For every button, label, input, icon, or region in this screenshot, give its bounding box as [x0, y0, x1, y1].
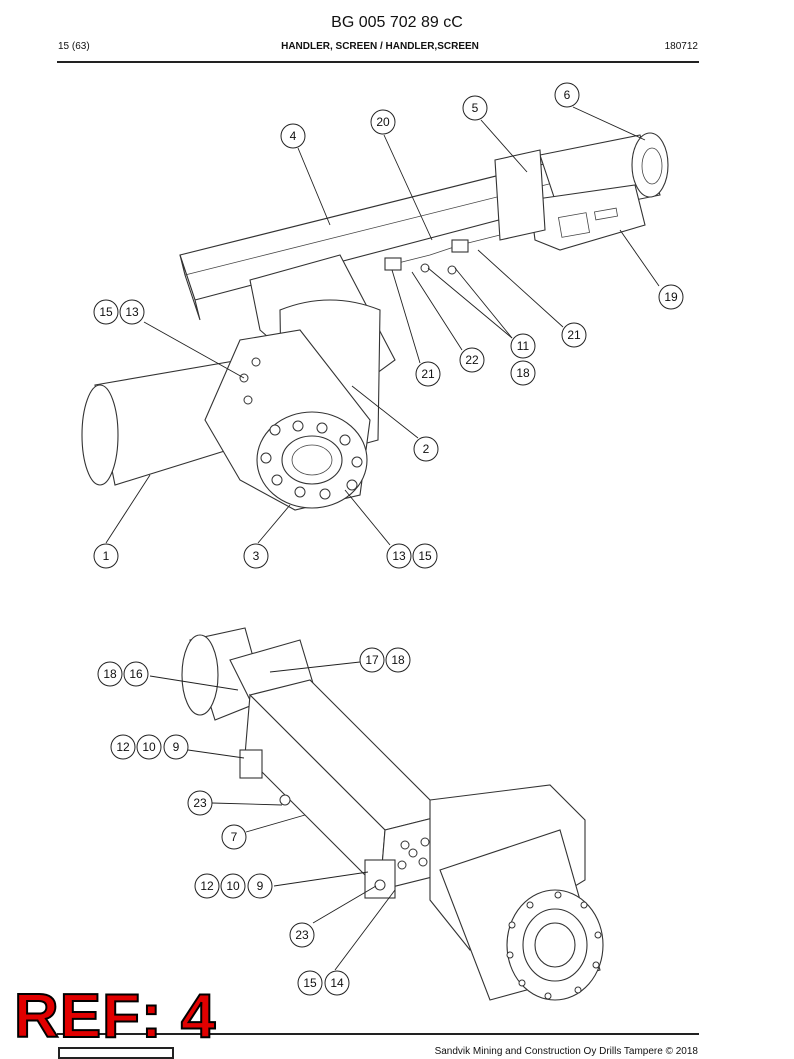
- callout-15-b: 15: [297, 970, 323, 996]
- svg-text:17: 17: [365, 653, 379, 667]
- svg-text:12: 12: [200, 879, 214, 893]
- svg-text:3: 3: [253, 549, 260, 563]
- svg-text:13: 13: [125, 305, 139, 319]
- clamp-lower: [364, 859, 396, 899]
- callout-13: 13: [386, 543, 412, 569]
- right-cylinder-end: [631, 132, 669, 198]
- svg-text:1: 1: [103, 549, 110, 563]
- valve-housing: [529, 184, 646, 251]
- svg-text:21: 21: [567, 328, 581, 342]
- callout-13-left: 13: [119, 299, 145, 325]
- fitting-right: [451, 239, 469, 253]
- svg-text:23: 23: [295, 928, 309, 942]
- callout-1: 1: [93, 543, 119, 569]
- callout-14: 14: [324, 970, 350, 996]
- svg-text:15: 15: [303, 976, 317, 990]
- tube-end-bolts: [397, 837, 430, 870]
- callout-15: 15: [412, 543, 438, 569]
- svg-text:18: 18: [103, 667, 117, 681]
- top-callouts: 1 3 13 15 2 4 20 5 6 19 21 11 18 22 21 1…: [93, 82, 684, 569]
- bottom-assembly: [149, 627, 604, 1001]
- callout-21-left: 21: [415, 361, 441, 387]
- page-number: 15 (63): [58, 41, 90, 52]
- callout-22: 22: [459, 347, 485, 373]
- callout-10: 10: [136, 734, 162, 760]
- fitting-left: [384, 257, 402, 271]
- callout-11: 11: [510, 333, 536, 359]
- flange-bolts: [239, 357, 363, 500]
- callout-17: 17: [359, 647, 385, 673]
- callout-6: 6: [554, 82, 580, 108]
- bracket-part: [494, 149, 546, 241]
- callout-2: 2: [413, 436, 439, 462]
- svg-text:13: 13: [392, 549, 406, 563]
- callout-16: 16: [123, 661, 149, 687]
- svg-text:19: 19: [664, 290, 678, 304]
- callout-23: 23: [187, 790, 213, 816]
- svg-text:18: 18: [391, 653, 405, 667]
- callout-18: 18: [510, 360, 536, 386]
- header-divider: [57, 61, 699, 63]
- callout-15-left: 15: [93, 299, 119, 325]
- callout-12-b: 12: [194, 873, 220, 899]
- svg-text:12: 12: [116, 740, 130, 754]
- callout-3: 3: [243, 543, 269, 569]
- svg-text:21: 21: [421, 367, 435, 381]
- callout-20: 20: [370, 109, 396, 135]
- callout-18-b: 18: [97, 661, 123, 687]
- callout-10-b: 10: [220, 873, 246, 899]
- svg-text:6: 6: [564, 88, 571, 102]
- callout-23-b: 23: [289, 922, 315, 948]
- top-assembly: [81, 106, 669, 546]
- callout-9-b: 9: [247, 873, 273, 899]
- footer-divider: [57, 1033, 699, 1035]
- bottom-callouts: 18 16 17 18 12 10 9 23 7 12 10 9 23 15 1…: [97, 647, 411, 996]
- svg-text:10: 10: [142, 740, 156, 754]
- footer-copyright: Sandvik Mining and Construction Oy Drill…: [434, 1046, 698, 1057]
- callout-18-c: 18: [385, 647, 411, 673]
- svg-text:9: 9: [173, 740, 180, 754]
- svg-text:10: 10: [226, 879, 240, 893]
- svg-text:18: 18: [516, 366, 530, 380]
- svg-text:4: 4: [290, 129, 297, 143]
- callout-9: 9: [163, 734, 189, 760]
- ref-stamp: REF: 4: [13, 982, 217, 1051]
- callout-19: 19: [658, 284, 684, 310]
- svg-text:14: 14: [330, 976, 344, 990]
- callout-21-right: 21: [561, 322, 587, 348]
- callout-4: 4: [280, 123, 306, 149]
- svg-text:7: 7: [231, 830, 238, 844]
- callout-5: 5: [462, 95, 488, 121]
- svg-text:23: 23: [193, 796, 207, 810]
- svg-text:16: 16: [129, 667, 143, 681]
- svg-text:9: 9: [257, 879, 264, 893]
- svg-text:2: 2: [423, 442, 430, 456]
- svg-text:11: 11: [517, 339, 530, 353]
- callout-12: 12: [110, 734, 136, 760]
- document-date: 180712: [664, 41, 698, 52]
- svg-text:5: 5: [472, 101, 479, 115]
- main-flange-holes: [506, 891, 602, 1000]
- svg-text:20: 20: [376, 115, 390, 129]
- svg-text:22: 22: [465, 353, 479, 367]
- page-title: HANDLER, SCREEN / HANDLER,SCREEN: [281, 41, 479, 52]
- beam-side: [179, 254, 201, 321]
- clamp-upper: [239, 749, 263, 779]
- left-cylinder-end: [81, 384, 119, 486]
- callout-7: 7: [221, 824, 247, 850]
- svg-text:15: 15: [418, 549, 432, 563]
- svg-text:15: 15: [99, 305, 113, 319]
- document-code: BG 005 702 89 cC: [331, 14, 463, 31]
